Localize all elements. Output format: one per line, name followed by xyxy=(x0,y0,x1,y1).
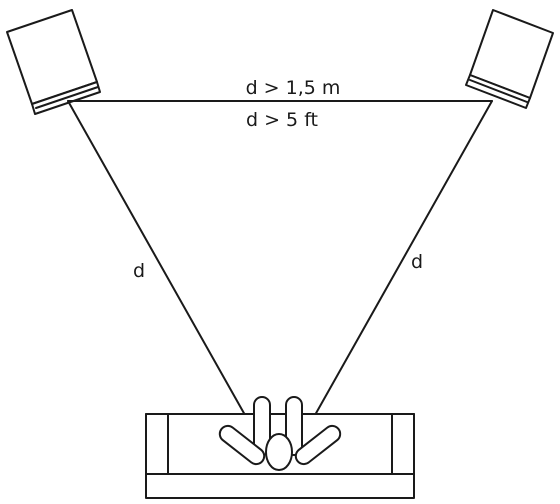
distance-imperial-label: d > 5 ft xyxy=(246,109,318,131)
right-speaker-to-listener-line xyxy=(305,100,493,432)
left-distance-label: d xyxy=(133,260,145,282)
listener-person-icon xyxy=(218,396,342,471)
right-speaker-icon xyxy=(465,9,554,109)
distance-metric-label: d > 1,5 m xyxy=(246,77,341,99)
left-speaker-to-listener-line xyxy=(67,100,255,432)
right-distance-label: d xyxy=(411,251,423,273)
left-speaker-icon xyxy=(6,9,101,115)
